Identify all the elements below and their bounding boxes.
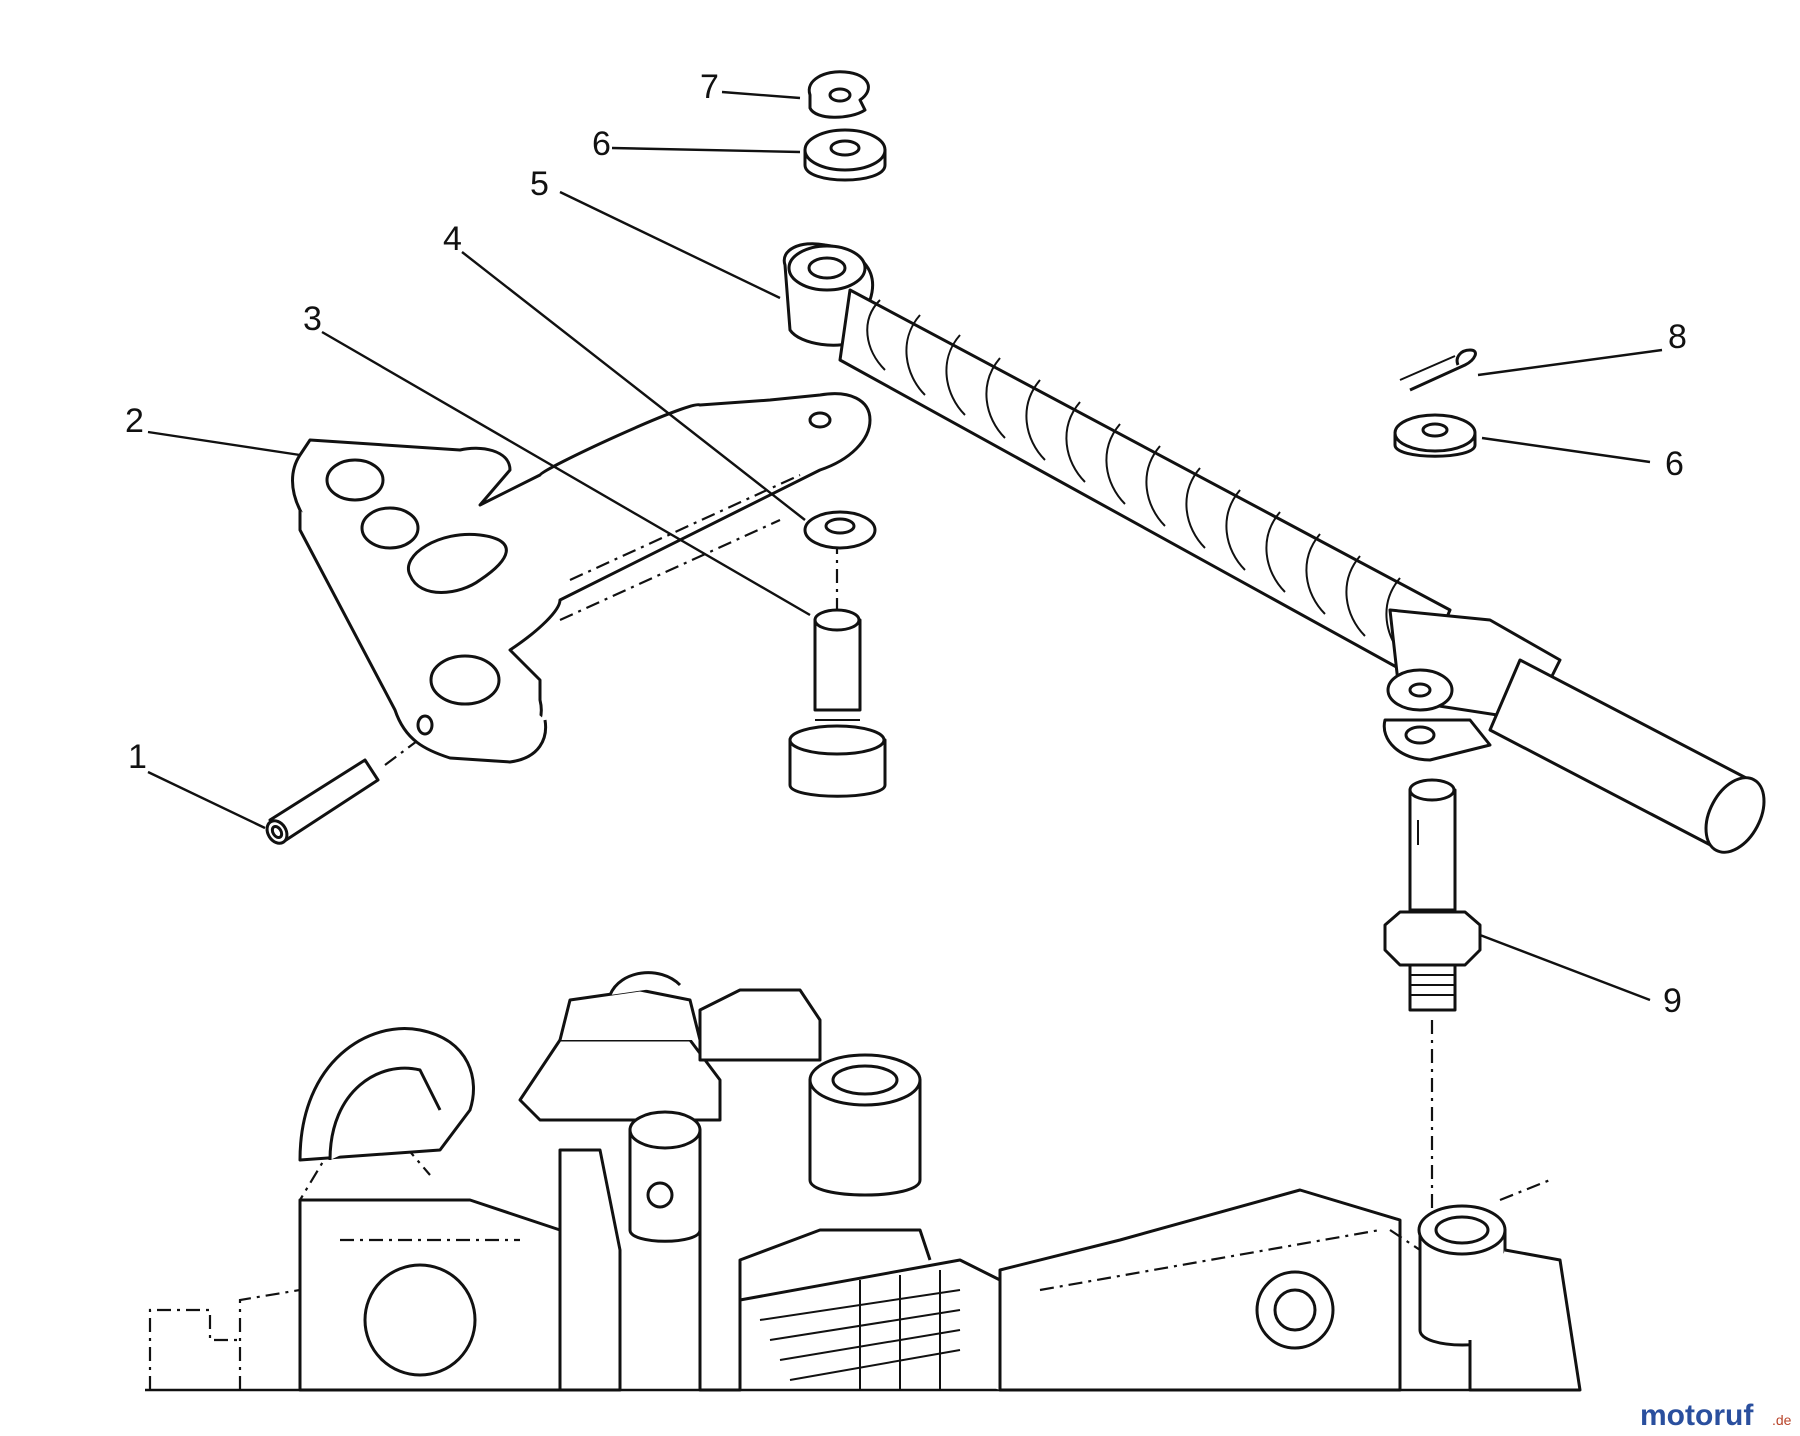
callout-1: 1 (128, 738, 147, 776)
roll-pin-part-1 (265, 734, 426, 845)
washer-part-4 (803, 510, 877, 550)
shoulder-stud-part-9 (1383, 778, 1482, 1210)
watermark-logo: motoruf .de (1640, 1399, 1792, 1432)
callout-6-right: 6 (1665, 445, 1684, 483)
watermark-text: motoruf (1640, 1399, 1754, 1432)
leader-lines (147, 90, 1663, 1002)
callout-5: 5 (530, 165, 549, 203)
lever-bracket-part-2 (291, 392, 872, 764)
callout-4: 4 (443, 220, 462, 258)
callout-8: 8 (1668, 318, 1687, 356)
washer-part-6-top (803, 128, 887, 182)
engine-block (145, 971, 1582, 1392)
watermark-suffix: .de (1772, 1412, 1792, 1428)
cotter-pin-part-8 (1399, 348, 1477, 392)
callout-7: 7 (700, 68, 719, 106)
callout-3: 3 (303, 300, 322, 338)
callout-9: 9 (1663, 982, 1682, 1020)
spring-part-5 (782, 242, 1766, 854)
stud-part-3 (788, 540, 887, 798)
washer-part-6-right (1393, 413, 1477, 458)
callout-2: 2 (125, 402, 144, 440)
callout-6-top: 6 (592, 125, 611, 163)
callout-labels: 1 2 3 4 5 6 6 7 8 9 (125, 68, 1687, 1020)
e-clip-part-7 (807, 70, 870, 119)
